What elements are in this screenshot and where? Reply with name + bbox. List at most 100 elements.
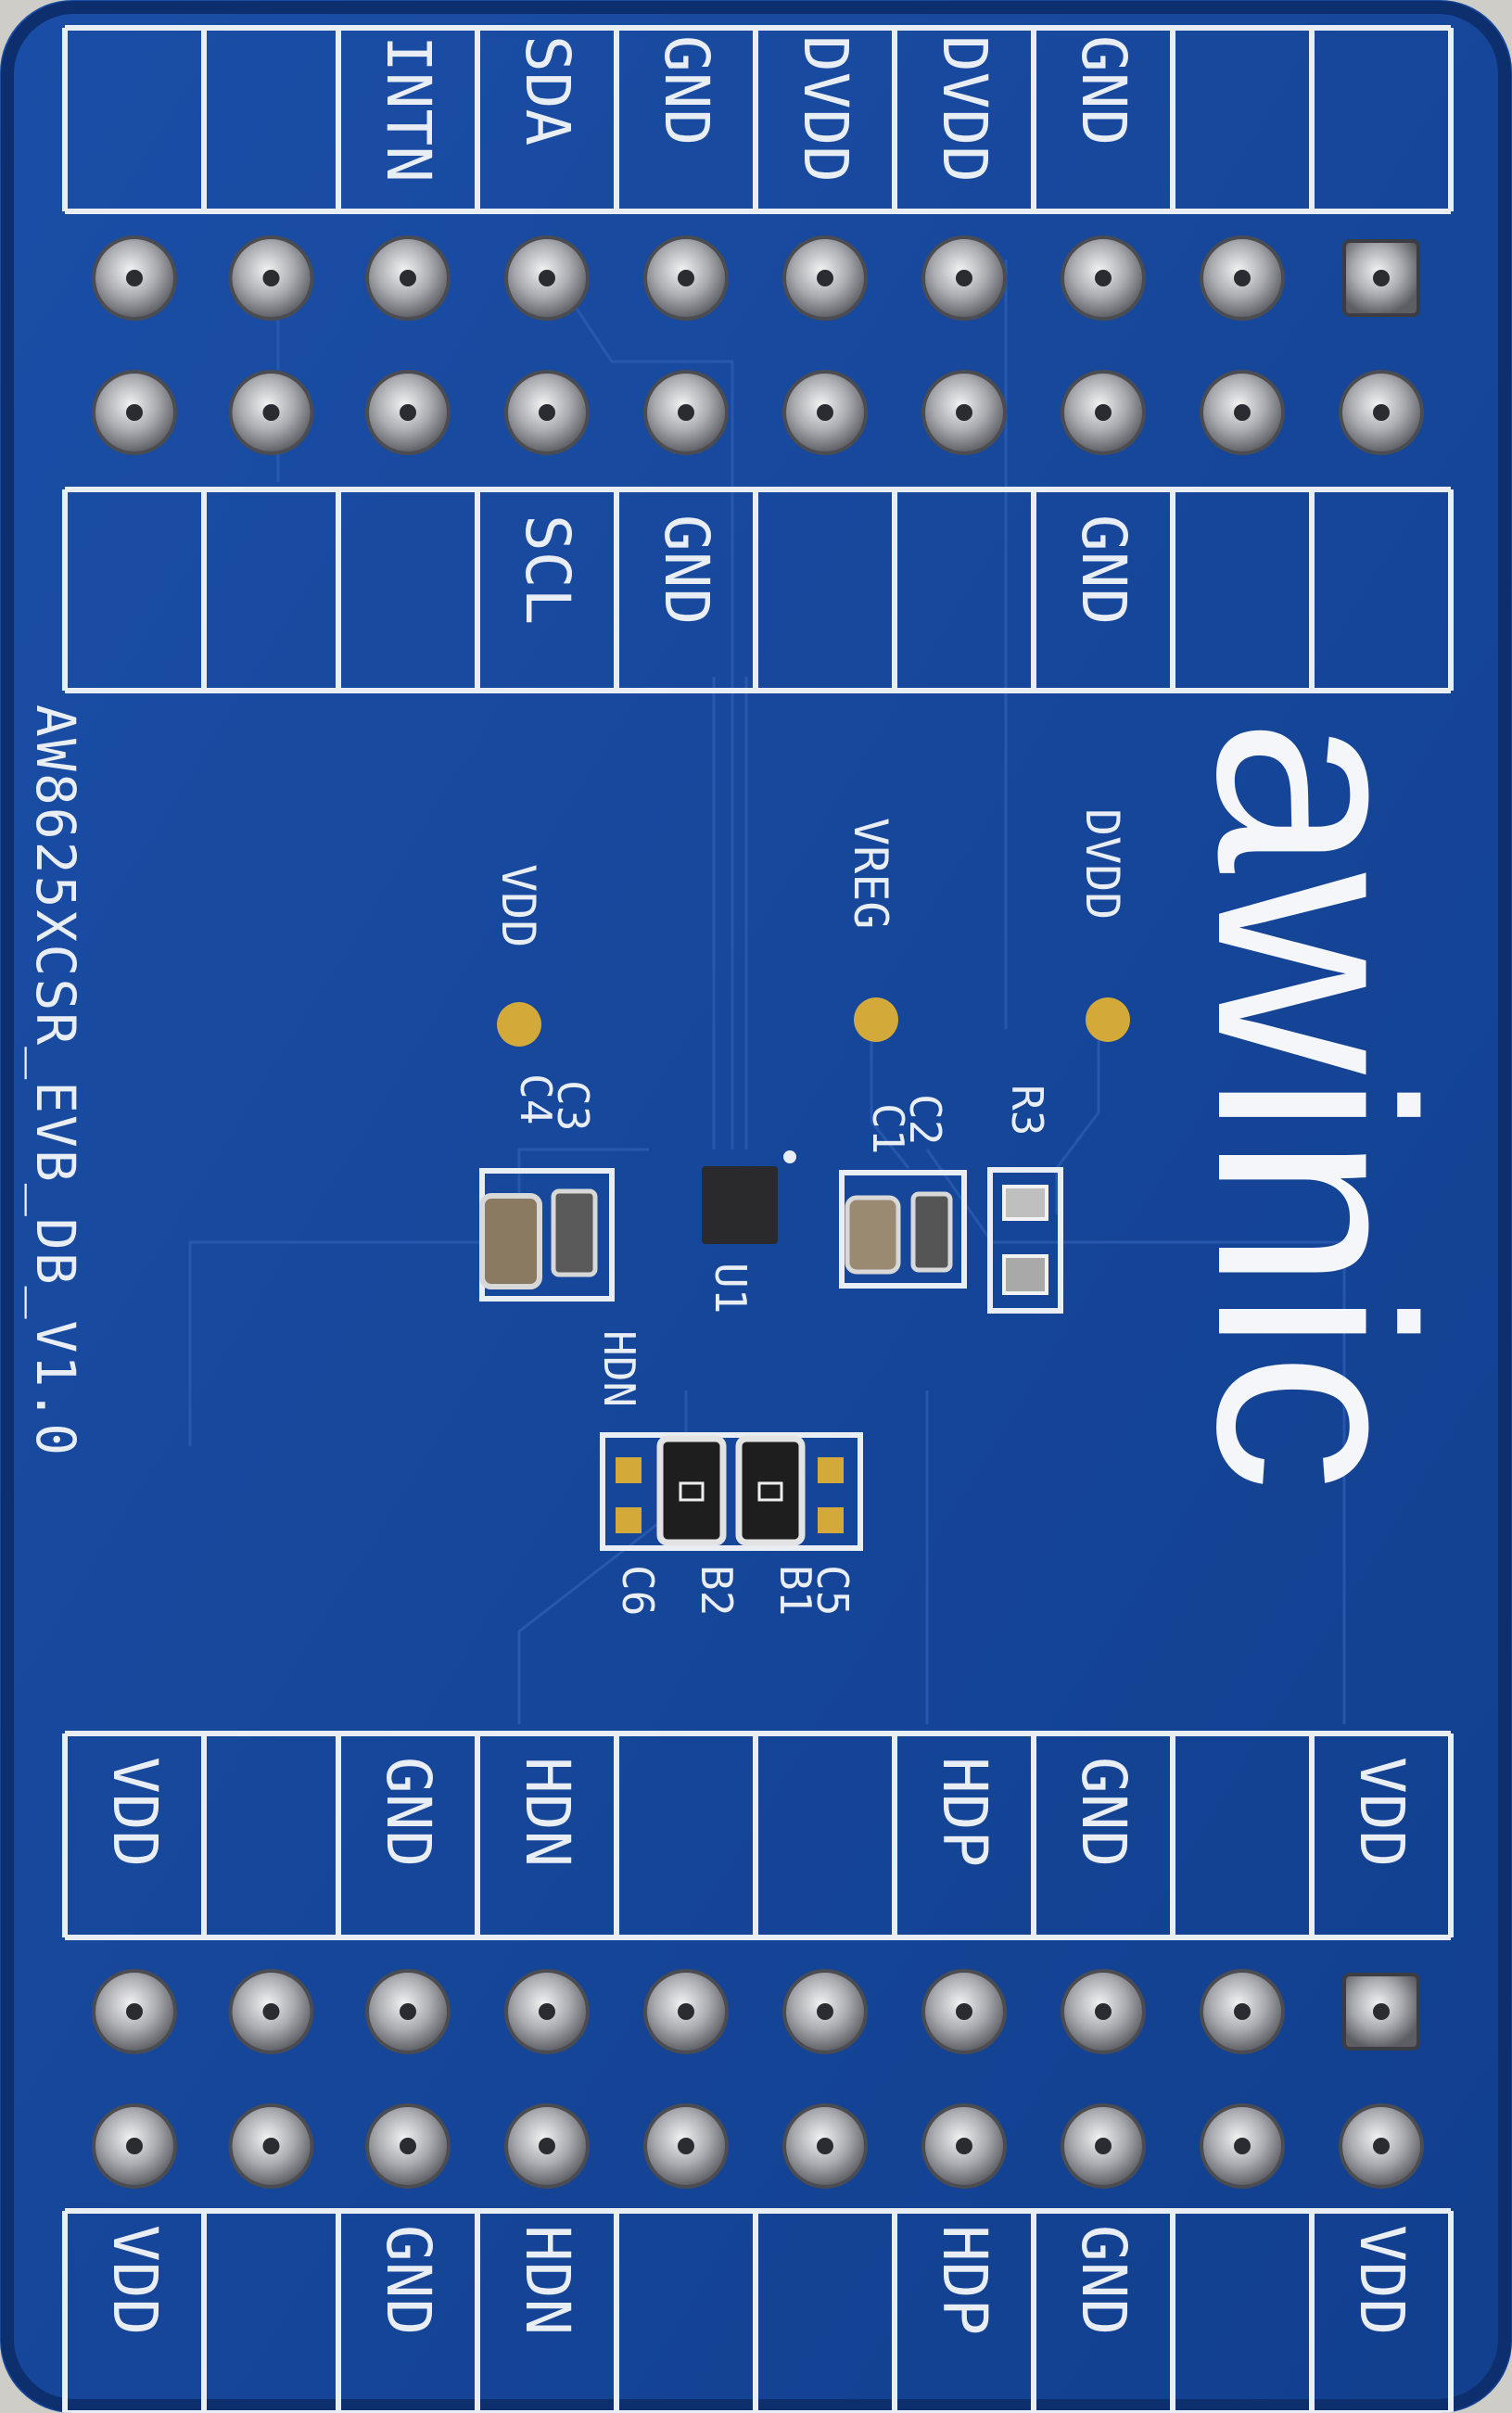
top-pin-hole [678,404,694,421]
bottom-upper-label-hdn: HDN [512,1757,583,1867]
r3-pad-bottom [1002,1254,1048,1295]
bottom-lower-label-hdn: HDN [512,2225,583,2335]
dvdd-label: DVDD [1075,808,1129,920]
dvdd-test-point [1086,997,1130,1042]
c5-label: C5 [807,1565,858,1616]
top-pin-hole [126,270,143,286]
bottom-upper-label-gnd: GND [1068,1757,1139,1867]
c5-pad-bottom [818,1507,844,1533]
bottom-pin-hole [400,2003,416,2020]
bottom-upper-label-vdd: VDD [1346,1757,1417,1867]
bottom-pin-hole [126,2003,143,2020]
bottom-pin-hole [400,2138,416,2154]
c4-label: C4 [511,1073,561,1124]
c6-pad-top [616,1457,642,1483]
bottom-pin-hole [956,2138,972,2154]
top-lower-label-gnd: GND [651,514,722,625]
c6-label: C6 [613,1565,663,1616]
b2-bead [656,1435,727,1546]
c6-pad-bottom [616,1507,642,1533]
bottom-pin-hole [126,2138,143,2154]
r3-pad-top [1002,1185,1048,1221]
bottom-pin-hole [539,2003,555,2020]
bottom-lower-label-gnd: GND [1068,2225,1139,2335]
c2-capacitor [910,1191,953,1273]
top-upper-label-intn: INTN [373,35,444,183]
bottom-lower-label-vdd: VDD [1346,2225,1417,2335]
top-pin-hole [126,404,143,421]
bottom-upper-label-hdp: HDP [929,1757,1000,1867]
bottom-pin-hole [539,2138,555,2154]
bottom-pin-hole [262,2138,280,2154]
top-pin-hole [400,404,416,421]
vreg-test-point [854,997,898,1042]
r3-label: R3 [1002,1085,1052,1136]
top-upper-label-gnd: GND [651,35,722,146]
top-pin-hole [539,404,555,421]
bottom-pin-hole [678,2138,694,2154]
top-lower-label-scl: SCL [512,514,583,625]
c1-label: C1 [863,1103,913,1154]
bottom-header-silkscreen [62,1731,1454,2413]
top-lower-label-gnd: GND [1068,514,1139,625]
bottom-pin-hole [1373,2003,1390,2020]
vdd-test-point [497,1002,541,1047]
bottom-pin-hole [1234,2138,1251,2154]
bottom-pin-hole [1373,2138,1390,2154]
awinic-logo: awinic [1160,718,1471,1492]
copper-pour [188,260,1346,1724]
top-pin-hole [262,404,280,421]
bottom-lower-label-hdp: HDP [929,2225,1000,2335]
top-pin-hole [1095,270,1112,286]
top-pin-hole [817,270,833,286]
top-pin-hole [1373,404,1390,421]
top-upper-label-sda: SDA [512,35,583,146]
c5-pad-top [818,1457,844,1483]
u1-label: U1 [705,1263,756,1314]
bottom-upper-label-vdd: VDD [99,1757,171,1867]
r3-silk-box [987,1167,1063,1314]
bottom-lower-label-gnd: GND [373,2225,444,2335]
top-pin-hole [1373,270,1390,286]
b2-label: B2 [692,1565,742,1616]
bottom-pin-hole [817,2003,833,2020]
bottom-pin-hole [678,2003,694,2020]
c1-capacitor [845,1195,901,1275]
top-pin-hole [539,270,555,286]
top-upper-label-dvdd: DVDD [929,35,1000,183]
top-pin-hole [956,404,972,421]
bottom-pin-hole [262,2003,280,2020]
top-header-silkscreen [62,25,1454,693]
c3-label: C3 [548,1080,598,1131]
top-pin-hole [262,270,280,286]
bottom-pin-hole [1095,2003,1112,2020]
b1-bead-mark [757,1481,783,1502]
top-header-pins [92,235,1424,455]
top-pin-hole [1095,404,1112,421]
top-pin-hole [400,270,416,286]
c2-label: C2 [900,1094,950,1145]
vreg-label: VREG [844,818,897,929]
u1-pin1-dot [783,1150,796,1163]
bottom-header-pins [92,1969,1424,2189]
top-pin-hole [956,270,972,286]
top-pin-hole [1234,270,1251,286]
b1-bead [735,1435,806,1546]
bottom-upper-label-gnd: GND [373,1757,444,1867]
top-pin-hole [1234,404,1251,421]
top-pin-hole [678,270,694,286]
vdd-label: VDD [491,864,545,947]
bottom-pin-hole [1095,2138,1112,2154]
hdn-label: HDN [594,1330,644,1407]
bottom-pin-hole [1234,2003,1251,2020]
board-name: AW8625XCSR_EVB_DB_V1.0 [24,705,87,1457]
top-upper-label-dvdd: DVDD [790,35,861,183]
c4-capacitor [479,1193,542,1289]
bottom-header-labels: VDD GND HDN HDP GND VDD VDD GND HDN HDP GND VDD [99,1757,1417,2335]
top-pin-hole [817,404,833,421]
c1-c2-silk-box [839,1170,967,1289]
bottom-lower-label-vdd: VDD [99,2225,171,2335]
